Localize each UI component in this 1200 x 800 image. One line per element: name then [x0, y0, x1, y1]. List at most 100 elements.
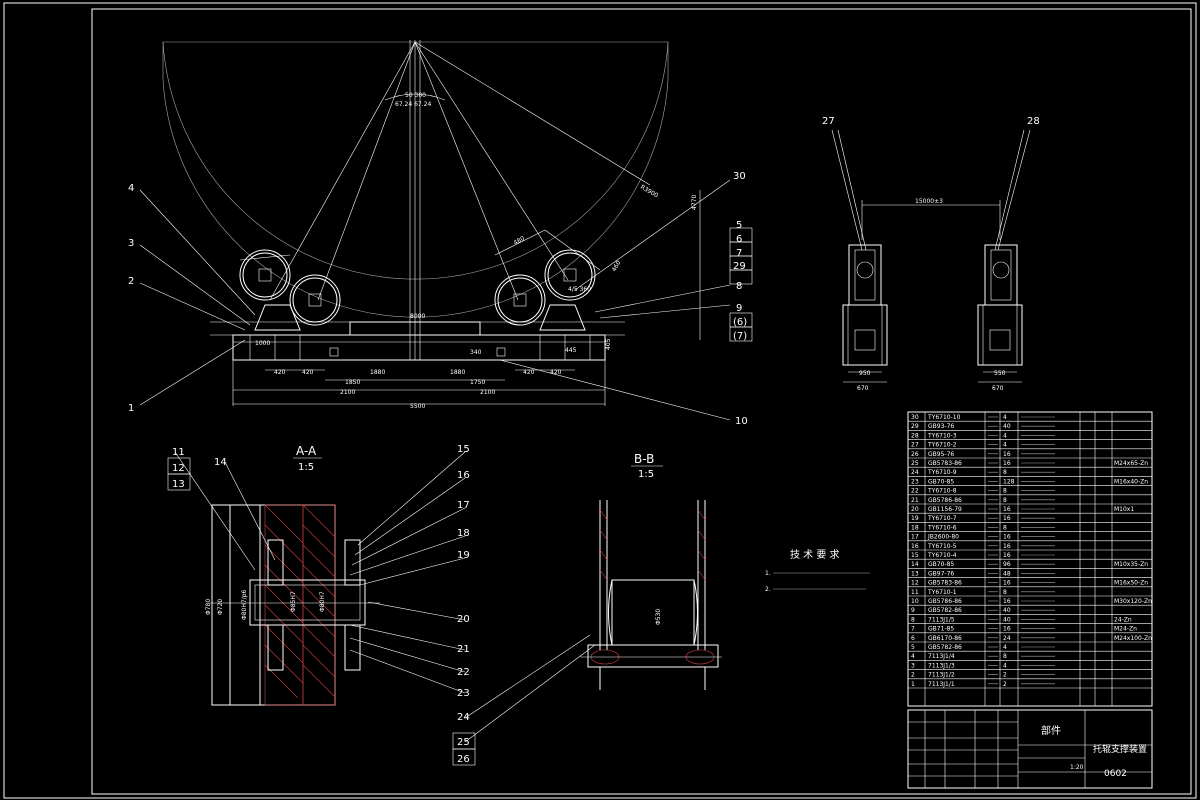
svg-text:1.: 1.	[765, 570, 771, 577]
balloon-27: 27	[822, 116, 835, 127]
bom-row-qty: 4	[1003, 644, 1007, 651]
dim-420-b: 420	[302, 369, 314, 376]
bom-row-qty: 16	[1003, 534, 1011, 541]
bom-row-qty: 16	[1003, 515, 1011, 522]
bom-row-number: 1	[911, 681, 915, 688]
section-a-a: A-A 1:5 Φ780 Φ720 Φ80H7/p6 Φ85H7 Φ80H7	[167, 444, 596, 766]
svg-text:420: 420	[550, 369, 562, 376]
svg-text:Φ780: Φ780	[205, 599, 212, 615]
bom-row-code: GB97-76	[928, 570, 954, 577]
bom-row-qty: 4	[1003, 432, 1007, 439]
balloon-22: 22	[457, 667, 470, 678]
bom-row-number: 18	[911, 524, 919, 531]
bom-row-qty: 40	[1003, 616, 1011, 623]
balloon-9: 9	[736, 303, 742, 314]
balloon-2: 2	[128, 276, 134, 287]
balloon-4: 4	[128, 183, 134, 194]
front-view: 50 300 67.24 67.24 R3900 4770 480 460 4/…	[162, 40, 701, 410]
balloon-15: 15	[457, 444, 470, 455]
bom-row-qty: 8	[1003, 589, 1007, 596]
bom-row-number: 9	[911, 607, 915, 614]
balloon-18: 18	[457, 528, 470, 539]
bom-row-spec: M24x100-Zn	[1114, 635, 1152, 642]
balloon-16: 16	[457, 470, 470, 481]
bom-row-number: 23	[911, 478, 919, 485]
bom-row-qty: 40	[1003, 423, 1011, 430]
section-aa-scale: 1:5	[298, 462, 314, 473]
section-b-b: B-B 1:5 Φ530	[580, 452, 722, 690]
bom-row-code: 7113J1/1	[928, 681, 955, 688]
dim-550: 550	[994, 370, 1006, 377]
bom-row-qty: 48	[1003, 570, 1011, 577]
bom-row-code: JB2600-80	[927, 534, 959, 541]
bom-row-code: GB5782-86	[928, 644, 962, 651]
bom-row-number: 27	[911, 442, 919, 449]
svg-text:Φ720: Φ720	[217, 599, 224, 615]
balloon-29: 29	[733, 261, 746, 272]
bom-row-qty: 16	[1003, 451, 1011, 458]
balloon-28: 28	[1027, 116, 1040, 127]
svg-text:460: 460	[611, 259, 623, 273]
dim-670-b: 670	[992, 385, 1004, 392]
balloon-13: 13	[172, 479, 185, 490]
bom-row-code: GB5786-86	[928, 497, 962, 504]
section-bb-title: B-B	[634, 452, 654, 466]
bom-row-number: 2	[911, 672, 915, 679]
balloon-21: 21	[457, 644, 470, 655]
bom-row-code: GB1156-79	[928, 506, 962, 513]
bom-row-code: GB5786-86	[928, 598, 962, 605]
svg-text:480: 480	[513, 235, 527, 247]
dim-1850: 1850	[345, 379, 360, 386]
bom-row-number: 7	[911, 626, 915, 633]
bom-row-qty: 128	[1003, 478, 1015, 485]
bom-row-number: 14	[911, 561, 919, 568]
balloon-1: 1	[128, 403, 134, 414]
balloon-11: 11	[172, 447, 185, 458]
bom-row-number: 6	[911, 635, 915, 642]
balloon-7-paren: (7)	[733, 331, 747, 342]
bom-row-number: 28	[911, 432, 919, 439]
bom-row-qty: 4	[1003, 662, 1007, 669]
svg-text:Φ85H7: Φ85H7	[290, 591, 297, 612]
part-label: 部件	[1041, 724, 1061, 737]
side-view: 27 28 15000±3 950 670 550 670	[822, 116, 1040, 392]
bom-row-spec: M10x1	[1114, 506, 1134, 513]
dim-420-a: 420	[274, 369, 286, 376]
bom-row-spec: M30x120-Zn	[1114, 598, 1152, 605]
bom-row-code: 7113J1/4	[928, 653, 955, 660]
bom-row-qty: 8	[1003, 497, 1007, 504]
bom-row-code: TY6710-5	[927, 543, 957, 550]
bom-row-code: GB5783-86	[928, 460, 962, 467]
dim-1880-a: 1880	[370, 369, 385, 376]
drawing-scale: 1:20	[1070, 764, 1084, 771]
drawing-name: 托辊支撑装置	[1093, 743, 1147, 755]
bom-row-spec: M16x50-Zn	[1114, 580, 1148, 587]
bom-row-qty: 8	[1003, 653, 1007, 660]
technical-requirements: 技 术 要 求 1. 2.	[765, 548, 870, 593]
balloon-17: 17	[457, 500, 470, 511]
bom-row-code: TY6710-10	[927, 414, 961, 421]
section-bb-scale: 1:5	[638, 469, 654, 480]
balloon-8: 8	[736, 281, 742, 292]
bom-row-qty: 16	[1003, 506, 1011, 513]
bom-row-code: TY6710-3	[927, 432, 957, 439]
bom-row-code: GB5782-86	[928, 607, 962, 614]
bom-row-number: 22	[911, 488, 919, 495]
bom-row-code: GB6170-86	[928, 635, 962, 642]
bom-row-spec: M24-Zn	[1114, 626, 1137, 633]
bom-row-qty: 8	[1003, 469, 1007, 476]
bom-row-number: 21	[911, 497, 919, 504]
dim-2100-a: 2100	[340, 389, 355, 396]
bom-row-spec: M24x65-Zn	[1114, 460, 1148, 467]
svg-text:4770: 4770	[691, 195, 698, 210]
bom-row-qty: 16	[1003, 598, 1011, 605]
balloon-23: 23	[457, 688, 470, 699]
bom-row-qty: 16	[1003, 460, 1011, 467]
bom-row-number: 10	[911, 598, 919, 605]
outer-frame	[3, 2, 1197, 799]
bom-row-number: 13	[911, 570, 919, 577]
bom-row-qty: 40	[1003, 607, 1011, 614]
svg-text:1000: 1000	[255, 340, 270, 347]
balloon-26: 26	[457, 754, 470, 765]
